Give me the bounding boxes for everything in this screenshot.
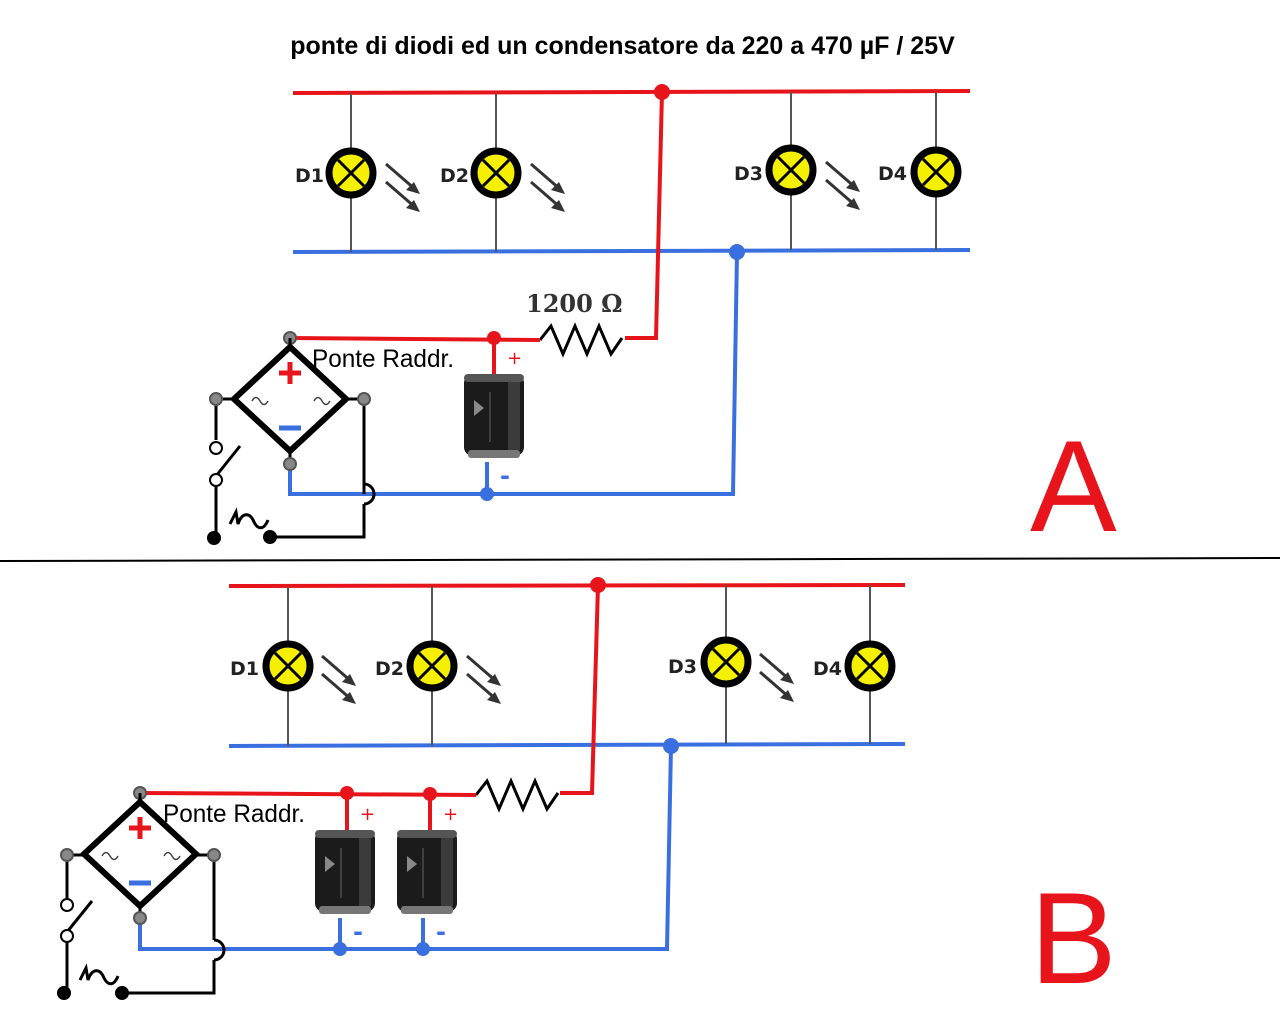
light-emission-icon xyxy=(384,162,422,214)
negative-rail-b xyxy=(228,742,906,748)
positive-rail-a xyxy=(292,89,971,95)
lamp-label-d3: D3 xyxy=(668,656,697,678)
switch-contact xyxy=(209,441,223,455)
resistor-label: 1200 Ω xyxy=(526,289,623,318)
resistor-a xyxy=(538,322,624,358)
lamp-icon xyxy=(769,148,813,192)
lamp-icon xyxy=(914,150,958,194)
light-emission-icon xyxy=(465,654,503,706)
positive-rail-b xyxy=(228,583,906,588)
lamp-icon xyxy=(474,151,518,195)
resistor-b xyxy=(474,777,560,813)
divider xyxy=(0,557,1280,562)
capacitor-minus: - xyxy=(436,918,446,946)
lamp-icon xyxy=(266,644,310,688)
switch-contact xyxy=(60,898,74,912)
capacitor-icon xyxy=(314,829,376,915)
capacitor-icon xyxy=(463,373,525,459)
capacitor-icon xyxy=(396,829,458,915)
capacitor-plus: + xyxy=(507,348,522,369)
bridge-label: Ponte Raddr. xyxy=(163,800,305,828)
capacitor-plus: + xyxy=(360,804,375,825)
lamp-label-d2: D2 xyxy=(440,165,469,187)
circuit-label-a: A xyxy=(1030,413,1117,559)
circuit-a: D1 D2 D3 D4 1200 Ω Ponte Raddr. + - xyxy=(207,84,1117,559)
switch-lever xyxy=(65,900,94,933)
lamp-label-d3: D3 xyxy=(734,163,763,185)
ac-source-icon xyxy=(78,966,120,986)
lamp-label-d4: D4 xyxy=(878,163,907,185)
lamp-icon xyxy=(848,644,892,688)
bridge-label: Ponte Raddr. xyxy=(312,345,454,373)
light-emission-icon xyxy=(758,652,796,704)
light-emission-icon xyxy=(824,160,862,212)
capacitor-minus: - xyxy=(500,462,510,490)
lamp-icon xyxy=(704,640,748,684)
light-emission-icon xyxy=(320,654,358,706)
page-title: ponte di diodi ed un condensatore da 220… xyxy=(290,32,955,60)
light-emission-icon xyxy=(529,162,567,214)
switch-lever xyxy=(214,445,242,477)
lamp-label-d4: D4 xyxy=(813,658,842,680)
lamp-icon xyxy=(410,644,454,688)
lamp-label-d1: D1 xyxy=(295,165,324,187)
lamp-label-d1: D1 xyxy=(230,658,259,680)
circuit-b: D1 D2 D3 D4 Ponte Raddr. + + - - xyxy=(57,577,1117,1011)
circuit-label-b: B xyxy=(1030,865,1117,1011)
lamp-icon xyxy=(329,151,373,195)
lamp-label-d2: D2 xyxy=(375,658,404,680)
capacitor-plus: + xyxy=(443,804,458,825)
capacitor-minus: - xyxy=(353,918,363,946)
ac-source-icon xyxy=(228,510,270,530)
negative-rail-a xyxy=(292,248,971,254)
